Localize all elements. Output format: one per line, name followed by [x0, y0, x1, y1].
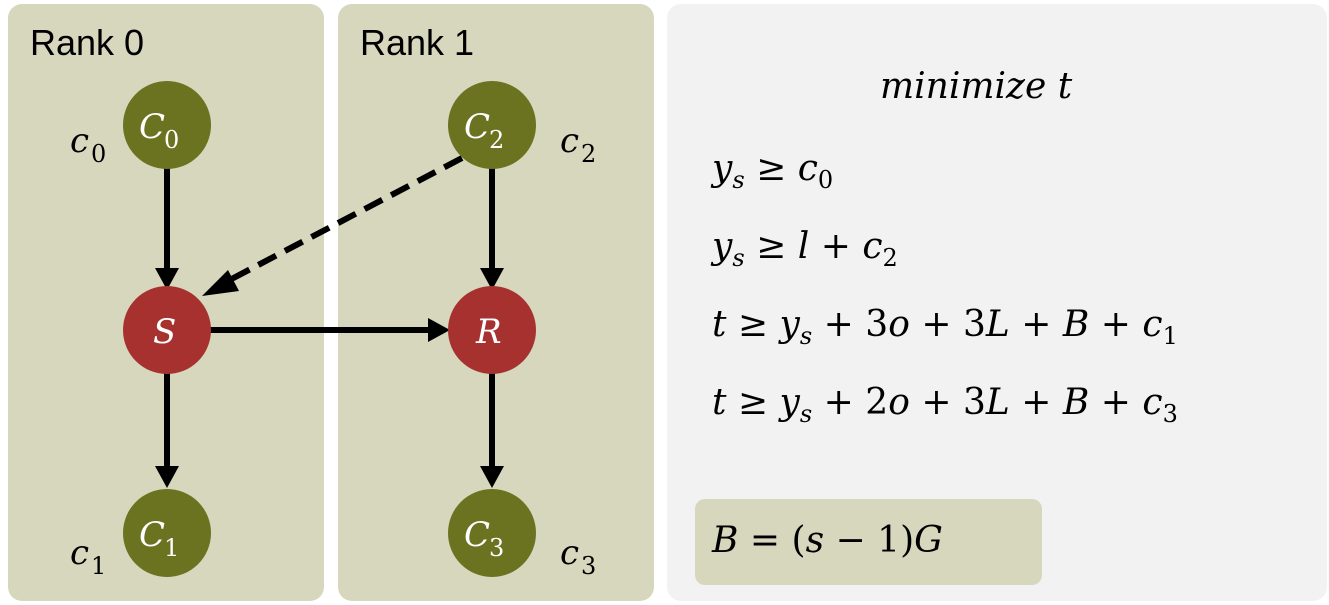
node-c1-letter: C — [139, 515, 165, 555]
svg-text:3: 3 — [581, 552, 596, 580]
node-s: S — [123, 286, 211, 374]
node-c0-sub: 0 — [164, 126, 179, 154]
node-c0-letter: C — [139, 107, 165, 147]
node-c2: C 2 — [448, 81, 536, 169]
b-definition-equation: B = (s − 1)G — [712, 520, 943, 561]
constraint-3: t ≥ ys + 3o + 3L + B + c1 — [712, 304, 1178, 350]
node-c3: C 3 — [448, 489, 536, 577]
arrowhead-s-r — [428, 318, 450, 342]
cost-label-c3: c 3 — [560, 533, 596, 580]
svg-text:c: c — [70, 121, 89, 161]
rank-1-title: Rank 1 — [360, 22, 475, 63]
svg-text:c: c — [560, 121, 579, 161]
cost-label-c1: c 1 — [70, 533, 106, 580]
arrowhead-c2-r — [480, 268, 504, 290]
node-c2-letter: C — [464, 107, 490, 147]
svg-text:2: 2 — [581, 140, 596, 168]
b-definition-box — [695, 499, 1042, 585]
constraint-1: ys ≥ c0 — [712, 148, 834, 194]
node-c3-letter: C — [464, 515, 490, 555]
constraint-2: ys ≥ l + c2 — [712, 226, 898, 272]
svg-text:c: c — [70, 533, 89, 573]
node-c1-sub: 1 — [164, 534, 179, 562]
svg-text:c: c — [560, 533, 579, 573]
objective-equation: minimize t — [880, 66, 1073, 107]
arrowhead-c0-s — [155, 268, 179, 290]
constraint-4: t ≥ ys + 2o + 3L + B + c3 — [712, 382, 1178, 428]
cost-label-c0: c 0 — [70, 121, 106, 168]
svg-text:0: 0 — [91, 140, 106, 168]
arrowhead-c2-s — [202, 270, 239, 296]
node-r-letter: R — [475, 312, 502, 352]
cost-label-c2: c 2 — [560, 121, 596, 168]
node-r: R — [448, 286, 536, 374]
svg-text:1: 1 — [91, 552, 106, 580]
rank-0-title: Rank 0 — [30, 22, 145, 63]
node-c1: C 1 — [123, 489, 211, 577]
node-s-letter: S — [153, 312, 176, 352]
node-c3-sub: 3 — [489, 534, 504, 562]
node-c0: C 0 — [123, 81, 211, 169]
arrowhead-s-c1 — [155, 466, 179, 488]
edge-c2-s-dashed — [220, 155, 464, 287]
node-c2-sub: 2 — [489, 126, 504, 154]
arrowhead-r-c3 — [480, 466, 504, 488]
